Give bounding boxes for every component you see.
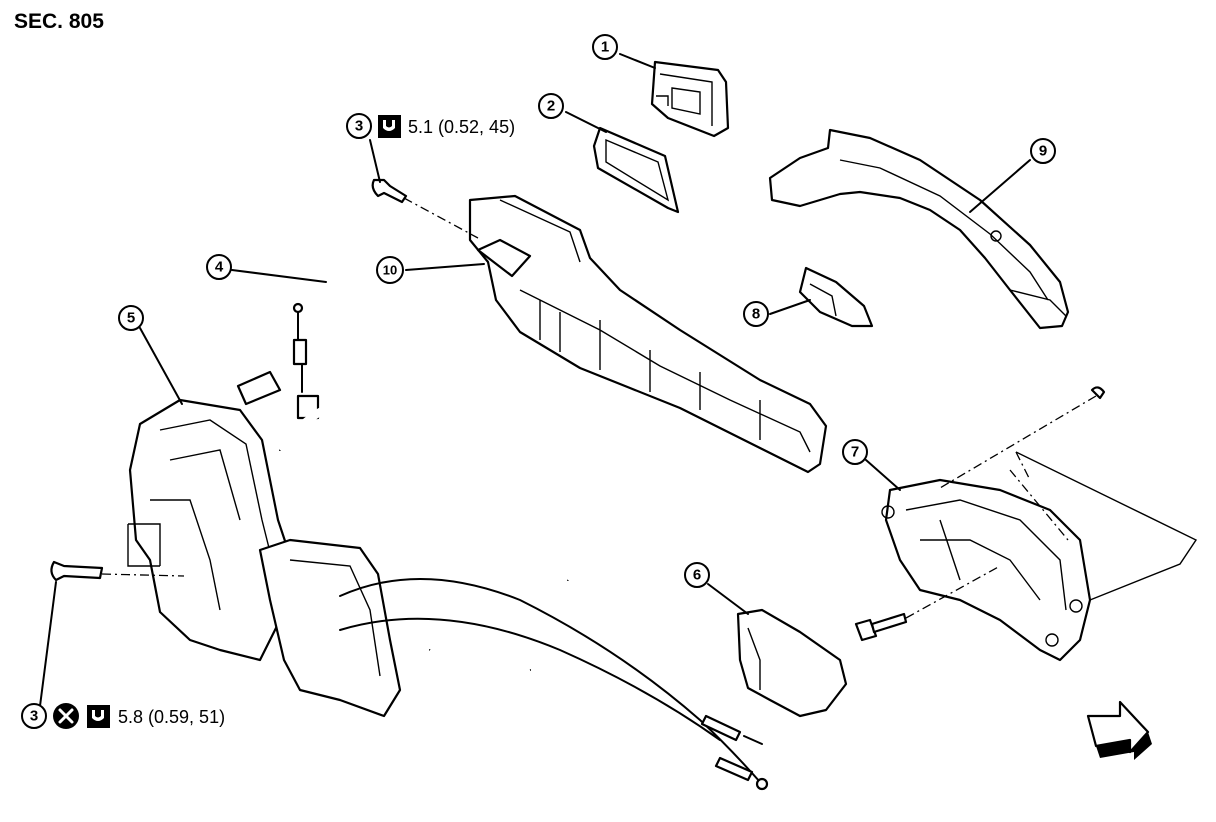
callout-10: 10	[376, 256, 404, 284]
front-direction-arrow-icon	[1086, 700, 1152, 760]
part-1-bracket	[650, 60, 730, 138]
part-7-inside-handle	[881, 386, 1198, 662]
screw-upper	[371, 178, 479, 239]
screw-lower	[50, 523, 185, 582]
callout-1: 1	[592, 34, 618, 60]
callout-9-label: 9	[1039, 143, 1047, 160]
callout-6-label: 6	[693, 567, 701, 584]
callout-4: 4	[206, 254, 232, 280]
callout-3-upper: 3	[346, 113, 372, 139]
callout-3-lower-label: 3	[30, 708, 38, 725]
torque-value-upper: 5.1 (0.52, 45)	[408, 117, 515, 137]
callout-5-label: 5	[127, 310, 135, 327]
torque-wrench-icon	[378, 115, 401, 138]
callout-8: 8	[743, 301, 769, 327]
torque-value-lower: 5.8 (0.59, 51)	[118, 707, 225, 727]
callout-3-upper-label: 3	[355, 118, 363, 135]
part-8-escutcheon	[798, 266, 874, 328]
callout-7: 7	[842, 439, 868, 465]
part-4-rod	[321, 244, 391, 364]
part-2-gasket	[592, 126, 680, 214]
part-6-cover	[736, 608, 848, 718]
callout-4-label: 4	[215, 259, 224, 276]
torque-spec-lower: 5.8 (0.59, 51)	[53, 703, 225, 729]
callout-8-label: 8	[752, 306, 760, 323]
callout-7-label: 7	[851, 444, 859, 461]
section-label: SEC. 805	[14, 10, 104, 33]
callout-2-label: 2	[547, 98, 555, 115]
callout-5: 5	[118, 305, 144, 331]
callout-10-label: 10	[383, 263, 397, 278]
callout-9: 9	[1030, 138, 1056, 164]
part-9-outside-handle	[768, 128, 1070, 330]
bolt-inside-handle	[854, 565, 1001, 642]
callout-3-lower: 3	[21, 703, 47, 729]
callout-6: 6	[684, 562, 710, 588]
do-not-reuse-icon	[53, 703, 79, 729]
callout-2: 2	[538, 93, 564, 119]
leader-lines	[39, 53, 1031, 707]
torque-wrench-icon	[87, 705, 110, 728]
part-10-handle-frame	[468, 194, 828, 474]
callout-1-label: 1	[601, 39, 609, 56]
part-5-door-lock-assembly	[128, 302, 402, 718]
cables	[276, 391, 769, 791]
torque-spec-upper: 5.1 (0.52, 45)	[378, 115, 515, 138]
